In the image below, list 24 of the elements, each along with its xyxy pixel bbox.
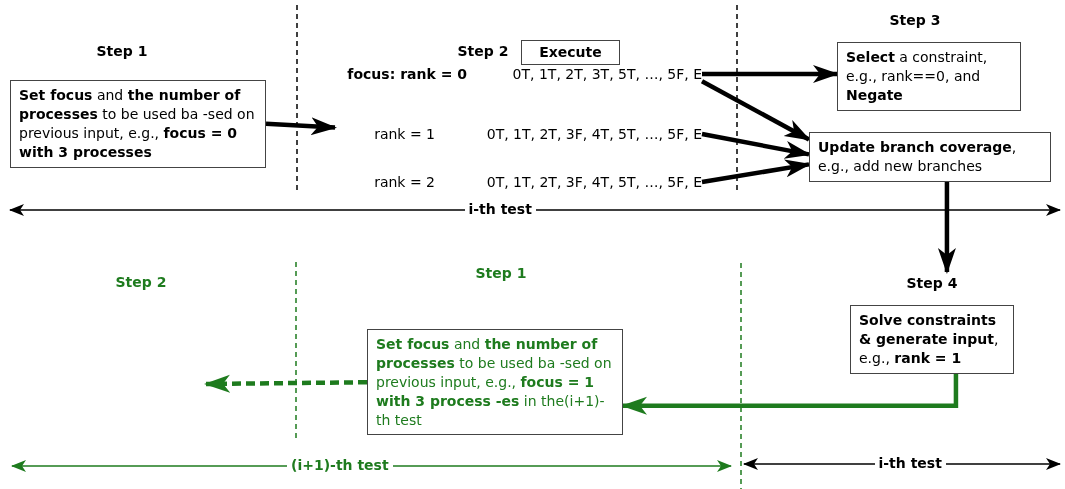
arrow [701,131,811,159]
process-box: Solve constraints & generate input, e.g., rank = 1 [850,305,1014,374]
arrow [702,65,839,83]
rank-label: rank = 2 [374,174,435,190]
title-box: Execute [521,40,620,65]
arrow [701,159,811,185]
dimension-label: i-th test [874,455,946,471]
process-box: Select a constraint, e.g., rank==0, and Negate [837,42,1021,111]
arrow [265,117,337,136]
process-box: Set focus and the number of processes to be used ba -sed on previous input, e.g., focus = 1 with 3 process -es in the(i+1)-th test [367,329,623,436]
dimension-label: i-th test [464,201,536,217]
trace-text: 0T, 1T, 2T, 3T, 5T, …, 5F, E [512,66,702,82]
arrow [621,373,959,415]
step-heading: Step 4 [905,274,959,293]
dimension-label: (i+1)-th test [287,457,393,473]
process-box: Set focus and the number of processes to be used ba -sed on previous input, e.g., focus = 0 with 3 processes [10,80,266,168]
rank-label: focus: rank = 0 [347,66,467,82]
arrow [700,79,811,142]
arrow [204,374,368,393]
arrow [937,181,956,274]
trace-text: 0T, 1T, 2T, 3F, 4T, 5T, …, 5F, E [486,174,702,190]
trace-text: 0T, 1T, 2T, 3F, 4T, 5T, …, 5F, E [486,126,702,142]
process-box: Update branch coverage, e.g., add new branches [809,132,1051,182]
rank-label: rank = 1 [374,126,435,142]
